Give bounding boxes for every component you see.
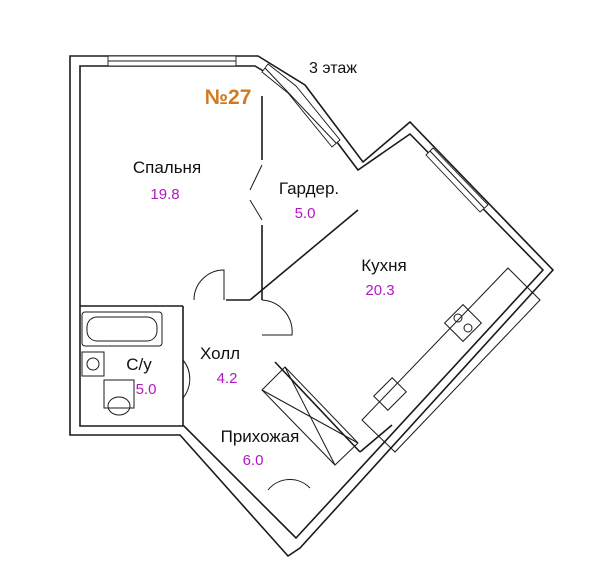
room-area-bedroom: 19.8 [150, 186, 180, 203]
room-name-bedroom: Спальня [132, 158, 202, 177]
room-name-bathroom: С/у [126, 355, 152, 374]
floor-label: 3 этаж [309, 60, 357, 77]
room-name-entrance: Прихожая [220, 427, 300, 446]
room-area-entrance: 6.0 [242, 452, 264, 469]
apartment-number: №27 [204, 86, 252, 109]
room-area-bathroom: 5.0 [135, 381, 157, 398]
room-area-hall: 4.2 [216, 370, 238, 387]
bathroom-fixtures [81, 311, 163, 416]
kitchen-fixtures [361, 267, 541, 453]
entrance-cabinet [261, 366, 359, 466]
room-area-wardrobe: 5.0 [294, 205, 316, 222]
room-area-kitchen: 20.3 [365, 282, 395, 299]
doors [182, 164, 311, 491]
room-name-hall: Холл [199, 344, 241, 363]
room-name-kitchen: Кухня [361, 256, 407, 275]
interior-walls [80, 96, 393, 453]
windows [107, 55, 489, 213]
room-name-wardrobe: Гардер. [278, 179, 340, 198]
